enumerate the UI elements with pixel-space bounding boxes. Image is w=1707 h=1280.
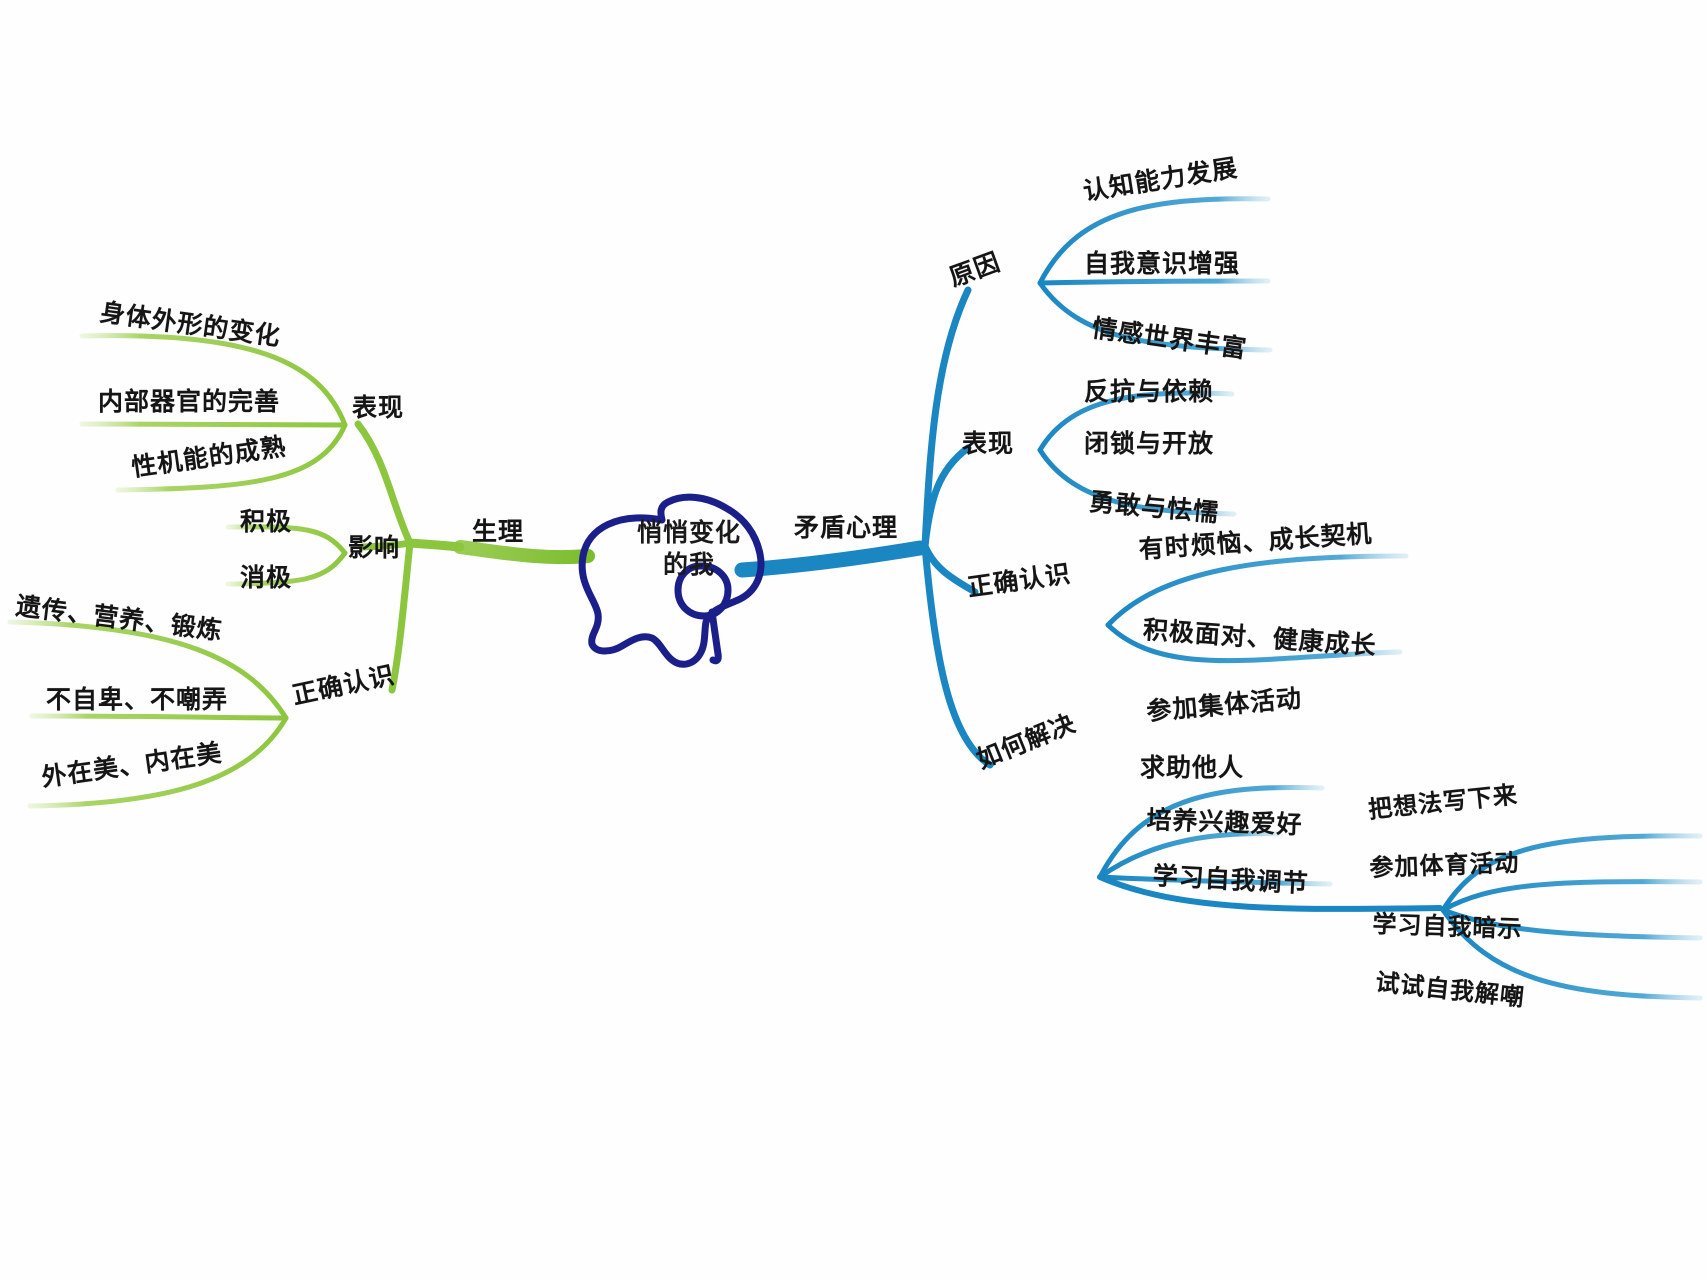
center-node-line1: 悄悄变化 bbox=[636, 520, 741, 547]
right-level1-connectors bbox=[921, 286, 994, 769]
node-left-biaoxian[interactable]: 表现 bbox=[352, 395, 405, 422]
node-right-peiyang-xingqu[interactable]: 培养兴趣爱好 bbox=[1146, 807, 1303, 840]
node-right-xuexi-ziwo-anshi[interactable]: 学习自我暗示 bbox=[1372, 912, 1523, 944]
node-left-xiaoji[interactable]: 消极 bbox=[240, 565, 293, 592]
left-yingxiang-connectors bbox=[225, 524, 348, 587]
node-right-bisuo-kaifang[interactable]: 闭锁与开放 bbox=[1084, 431, 1215, 458]
node-left-neibu-qiguan[interactable]: 内部器官的完善 bbox=[98, 389, 281, 416]
center-node-line2: 的我 bbox=[662, 552, 715, 579]
right-renshi-connectors bbox=[1105, 553, 1409, 664]
node-right-canjia-tiyu[interactable]: 参加体育活动 bbox=[1369, 850, 1520, 883]
node-right-fankang-yilai[interactable]: 反抗与依赖 bbox=[1084, 379, 1215, 406]
right-biaoxian-connectors bbox=[1037, 390, 1237, 517]
branch-label-maodun-xinli[interactable]: 矛盾心理 bbox=[794, 515, 899, 542]
node-left-yingxiang[interactable]: 影响 bbox=[348, 535, 401, 562]
node-right-ziwo-yishi[interactable]: 自我意识增强 bbox=[1084, 251, 1241, 278]
node-left-buzibei[interactable]: 不自卑、不嘲弄 bbox=[46, 687, 229, 714]
node-right-biaoxian[interactable]: 表现 bbox=[962, 431, 1015, 458]
left-biaoxian-connectors bbox=[79, 333, 348, 493]
node-left-jiji[interactable]: 积极 bbox=[240, 509, 293, 536]
right-tiaojie-connectors bbox=[1440, 833, 1703, 1001]
center-node-label[interactable]: 悄悄变化 的我 bbox=[594, 518, 784, 582]
right-yuanyin-connectors bbox=[1037, 196, 1273, 353]
right-jiejue-connectors bbox=[1097, 784, 1443, 912]
node-right-qiuzhu-taren[interactable]: 求助他人 bbox=[1140, 755, 1245, 782]
branch-label-shengli[interactable]: 生理 bbox=[472, 519, 525, 546]
center-brain-outline bbox=[578, 493, 765, 668]
left-renshi-connectors bbox=[7, 619, 289, 809]
left-level1-connectors bbox=[354, 420, 414, 694]
